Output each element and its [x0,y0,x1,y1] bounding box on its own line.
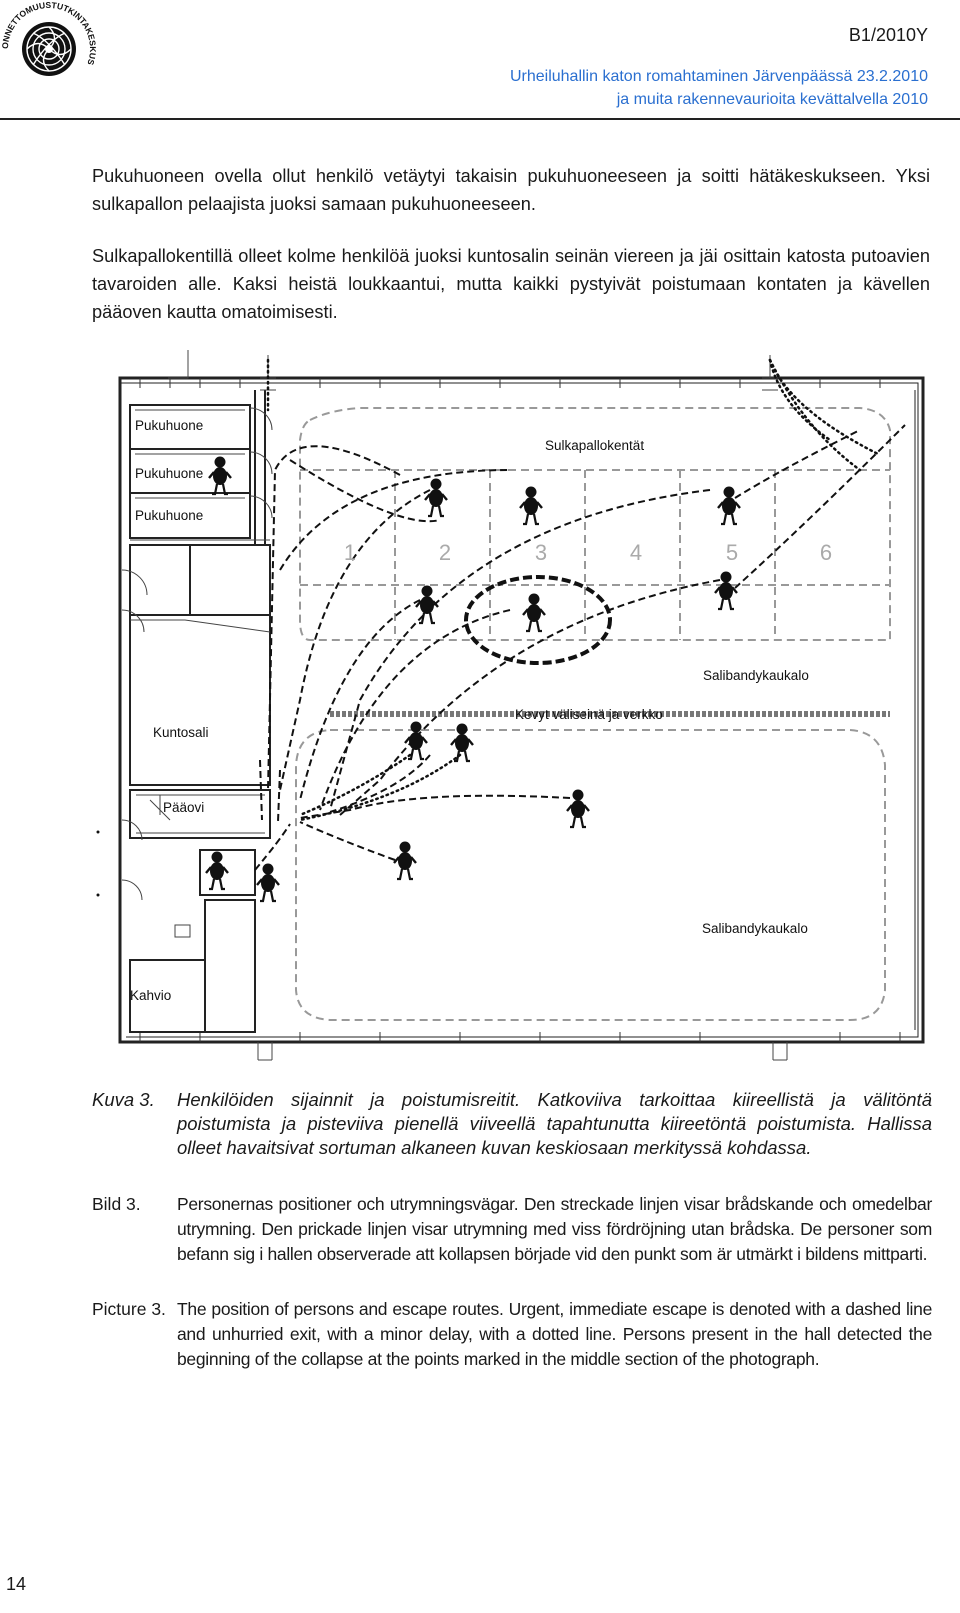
court-number-5: 5 [726,540,738,565]
caption-en-text: The position of persons and escape route… [177,1299,932,1369]
court-number-4: 4 [630,540,642,565]
page-number: 14 [6,1574,27,1594]
paragraph-2: Sulkapallokentillä olleet kolme henkilöä… [92,246,930,322]
persons [204,455,742,903]
floor-plan: Pukuhuone Pukuhuone Pukuhuone Sulkapallo… [96,350,925,1061]
label-cafe: Kahvio [130,988,171,1003]
agency-logo: ONNETTOMUUSTUTKINTAKESKUS [0,0,98,76]
header-rule [0,118,960,120]
court-number-3: 3 [535,540,547,565]
document-id: B1/2010Y [848,25,928,45]
caption-en-label: Picture 3. [92,1299,166,1319]
unhurried-escape-routes [266,358,882,822]
caption-sv-label: Bild 3. [92,1194,141,1214]
collapse-zone [464,575,612,665]
label-room3: Pukuhuone [135,508,203,523]
label-rink-bottom: Salibandykaukalo [702,921,808,936]
label-courts: Sulkapallokentät [545,438,644,453]
urgent-escape-routes [254,445,721,871]
caption-fi-text: Henkilöiden sijainnit ja poistumisreitit… [177,1089,932,1158]
header-title-line2: ja muita rakennevaurioita kevättalvella … [616,91,928,108]
header-title-line1: Urheiluhallin katon romahtaminen Järvenp… [509,68,928,85]
court-number-1: 1 [344,540,356,565]
caption-fi-label: Kuva 3. [92,1089,155,1110]
court-number-6: 6 [820,540,832,565]
paragraph-1: Pukuhuoneen ovella ollut henkilö vetäyty… [92,166,930,214]
label-gym: Kuntosali [153,725,209,740]
label-room2: Pukuhuone [135,466,203,481]
label-room1: Pukuhuone [135,418,203,433]
label-divider: Kevyt väliseinä ja verkko [515,707,663,722]
label-rink-top: Salibandykaukalo [703,668,809,683]
label-main-door: Pääovi [163,800,204,815]
court-number-2: 2 [439,540,451,565]
caption-sv-text: Personernas positioner och utrymningsväg… [177,1194,932,1264]
